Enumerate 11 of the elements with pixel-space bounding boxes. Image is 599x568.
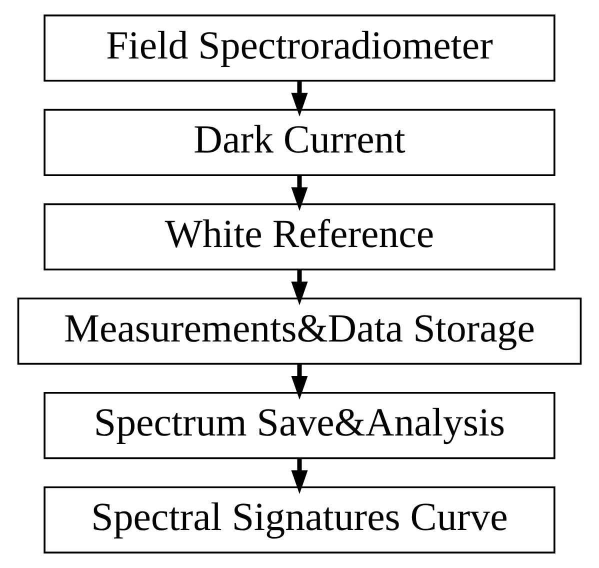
arrow — [291, 176, 308, 211]
node-box: Dark Current — [44, 108, 556, 176]
arrow — [291, 364, 308, 400]
arrow — [291, 81, 308, 117]
arrow — [291, 458, 308, 494]
node-box: Measurements&Data Storage — [17, 298, 582, 365]
node-box: Spectrum Save&Analysis — [44, 392, 556, 460]
node-box: White Reference — [44, 203, 556, 270]
arrow — [291, 270, 308, 306]
node-box: Field Spectroradiometer — [44, 14, 556, 82]
node-box: Spectral Signatures Curve — [44, 486, 556, 554]
